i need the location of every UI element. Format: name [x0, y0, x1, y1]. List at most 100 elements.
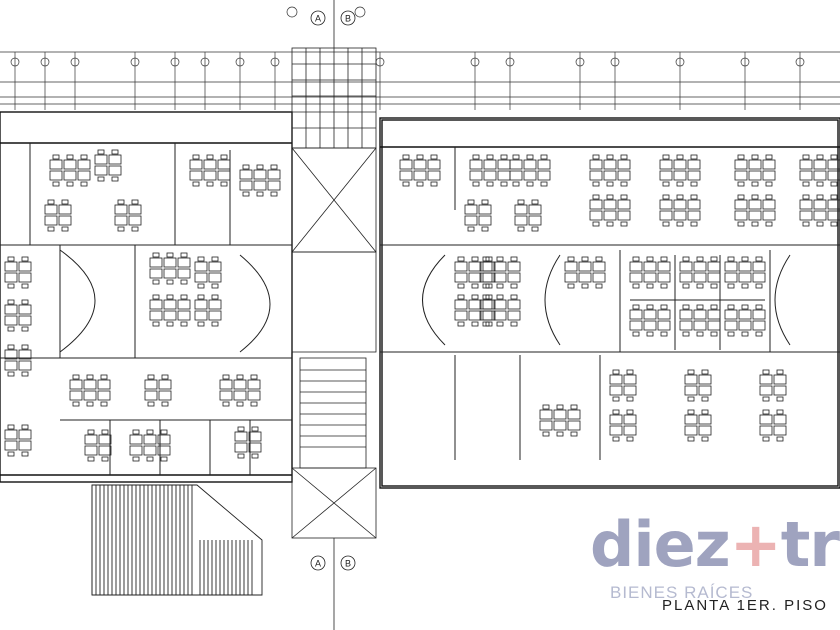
- chair: [690, 221, 698, 227]
- chair: [662, 194, 670, 200]
- chair: [211, 321, 219, 327]
- chair: [416, 154, 424, 160]
- desk: [4, 272, 18, 283]
- chair: [457, 256, 465, 262]
- chair: [737, 194, 745, 200]
- desk-cluster: [114, 199, 142, 232]
- desk: [684, 425, 698, 436]
- chair: [47, 226, 55, 232]
- desk: [247, 379, 261, 390]
- desk: [752, 309, 766, 320]
- desk: [734, 170, 748, 181]
- chair: [741, 304, 749, 310]
- chair: [776, 396, 784, 402]
- desk: [454, 261, 468, 272]
- desk: [762, 199, 776, 210]
- chair: [7, 371, 15, 377]
- chair: [270, 191, 278, 197]
- desk: [479, 299, 493, 310]
- chair: [592, 154, 600, 160]
- chair: [776, 409, 784, 415]
- chair: [101, 429, 109, 435]
- grid-marker-bubble: [310, 555, 326, 571]
- desk: [69, 390, 83, 401]
- chair: [471, 256, 479, 262]
- desk: [724, 272, 738, 283]
- chair: [152, 279, 160, 285]
- chair: [72, 374, 80, 380]
- desk: [194, 272, 208, 283]
- axis-bubble: [354, 6, 366, 18]
- desk: [679, 272, 693, 283]
- chair: [542, 404, 550, 410]
- desk: [157, 434, 171, 445]
- desk: [827, 170, 840, 181]
- desk: [18, 272, 32, 283]
- chair: [500, 154, 508, 160]
- chair: [131, 199, 139, 205]
- chair: [52, 154, 60, 160]
- desk: [108, 165, 122, 176]
- desk: [748, 170, 762, 181]
- desk: [623, 385, 637, 396]
- chair: [220, 154, 228, 160]
- desk: [738, 309, 752, 320]
- desk: [589, 199, 603, 210]
- desk: [623, 414, 637, 425]
- axis-bubble: [70, 57, 80, 67]
- chair: [242, 164, 250, 170]
- desk: [18, 349, 32, 360]
- desk: [657, 261, 671, 272]
- chair: [830, 154, 838, 160]
- desk-cluster: [219, 374, 261, 407]
- chair: [61, 199, 69, 205]
- chair: [486, 154, 494, 160]
- desk: [157, 445, 171, 456]
- desk: [267, 169, 281, 180]
- chair: [166, 321, 174, 327]
- chair: [510, 283, 518, 289]
- desk: [537, 159, 551, 170]
- chair: [147, 374, 155, 380]
- chair: [632, 283, 640, 289]
- desk: [617, 170, 631, 181]
- axis-bubble: [130, 57, 140, 67]
- desk: [163, 268, 177, 279]
- chair: [526, 154, 534, 160]
- desk-cluster: [509, 154, 551, 187]
- chair: [197, 256, 205, 262]
- desk: [698, 385, 712, 396]
- desk: [799, 199, 813, 210]
- chair: [727, 331, 735, 337]
- desk-cluster: [684, 409, 712, 442]
- chair: [710, 256, 718, 262]
- desk-cluster: [129, 429, 171, 462]
- desk: [163, 310, 177, 321]
- desk-cluster: [44, 199, 72, 232]
- chair: [830, 181, 838, 187]
- desk: [738, 320, 752, 331]
- chair: [72, 401, 80, 407]
- desk: [748, 159, 762, 170]
- chair: [687, 369, 695, 375]
- desk: [567, 409, 581, 420]
- desk: [609, 374, 623, 385]
- desk: [589, 210, 603, 221]
- desk-cluster: [679, 256, 721, 289]
- chair: [496, 256, 504, 262]
- desk: [707, 320, 721, 331]
- chair: [620, 154, 628, 160]
- desk: [454, 272, 468, 283]
- desk: [427, 170, 441, 181]
- curved-wall: [59, 249, 96, 353]
- desk: [687, 199, 701, 210]
- desk: [189, 170, 203, 181]
- chair: [755, 304, 763, 310]
- chair: [471, 321, 479, 327]
- desk: [687, 159, 701, 170]
- desk: [144, 379, 158, 390]
- desk-cluster: [454, 294, 496, 327]
- desk: [399, 159, 413, 170]
- axis-bubble: [470, 57, 480, 67]
